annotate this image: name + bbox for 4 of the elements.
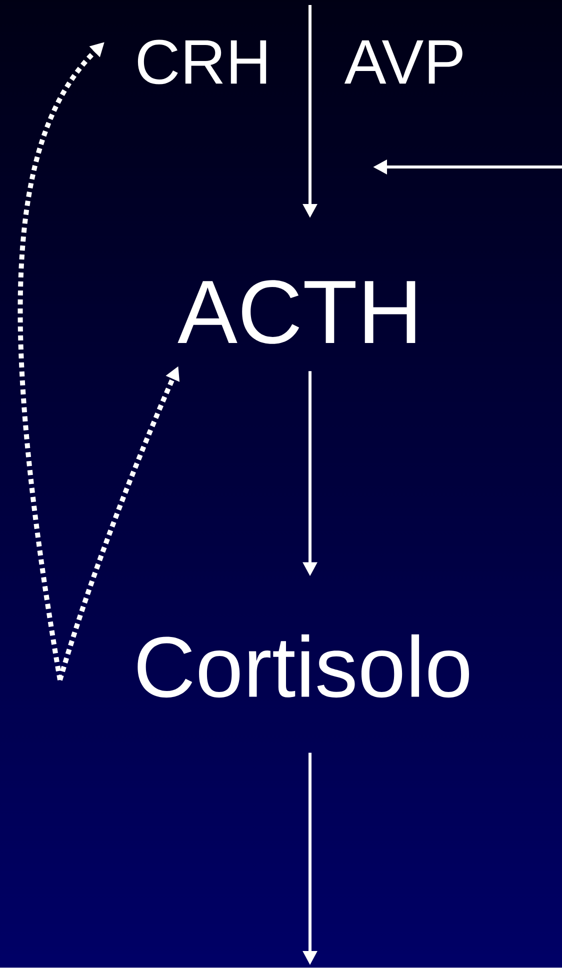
hormone-label: CRH <box>138 40 266 84</box>
hormone-label: AVP <box>344 40 462 84</box>
hormone-label: Cortisolo <box>138 634 469 698</box>
hormone-label: ACTH <box>178 280 416 344</box>
